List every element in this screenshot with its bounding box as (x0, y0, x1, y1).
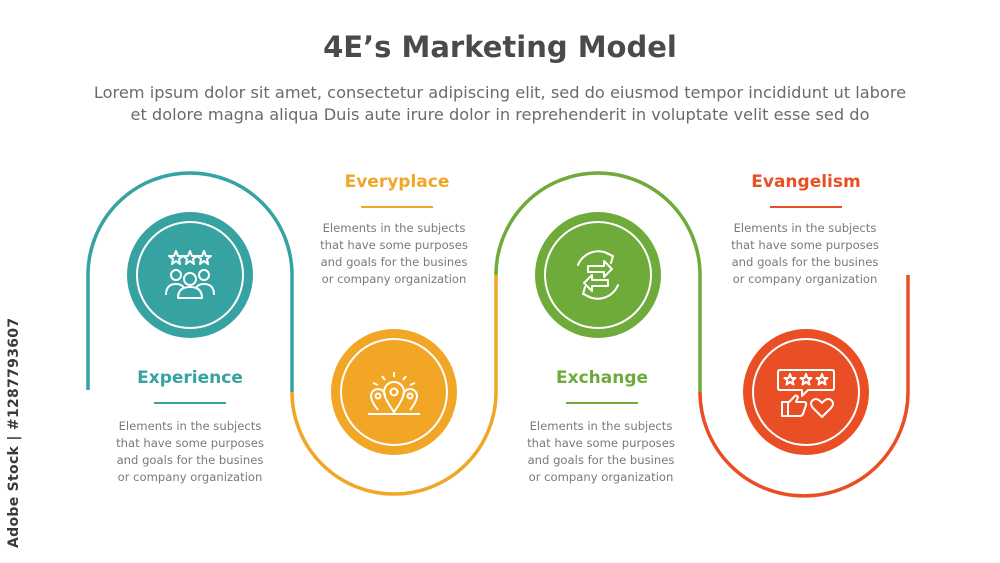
exchange-label: Exchange (555, 368, 649, 388)
experience-label: Experience (137, 368, 243, 388)
exchange-circle (535, 212, 661, 338)
experience-description: Elements in the subjects that have some … (116, 419, 264, 484)
page-subtitle: Lorem ipsum dolor sit amet, consectetur … (40, 82, 960, 126)
evangelism-label: Evangelism (751, 172, 861, 192)
evangelism-description: Elements in the subjects that have some … (731, 221, 879, 286)
subtitle-line-1: Lorem ipsum dolor sit amet, consectetur … (93, 83, 907, 102)
experience-circle (127, 212, 253, 338)
people-stars-icon (165, 250, 215, 299)
experience-arc (86, 171, 294, 392)
everyplace-description: Elements in the subjects that have some … (320, 221, 468, 286)
everyplace-arc (290, 275, 498, 496)
page-title: 4E’s Marketing Model (323, 30, 677, 64)
evangelism-circle (743, 329, 869, 455)
watermark-text: Adobe Stock | #1287793607 (6, 317, 22, 548)
everyplace-underline (361, 206, 433, 208)
exchange-underline (566, 402, 638, 404)
exchange-arrows-icon (577, 250, 619, 300)
evangelism-arc (698, 275, 910, 498)
everyplace-label: Everyplace (344, 172, 450, 192)
exchange-description: Elements in the subjects that have some … (527, 419, 675, 484)
rating-like-heart-icon (777, 369, 835, 418)
exchange-arc (494, 171, 702, 392)
evangelism-underline (770, 206, 842, 208)
experience-underline (154, 402, 226, 404)
location-pins-icon (368, 372, 420, 415)
everyplace-circle (331, 329, 457, 455)
subtitle-line-2: et dolore magna aliqua Duis aute irure d… (130, 105, 870, 124)
